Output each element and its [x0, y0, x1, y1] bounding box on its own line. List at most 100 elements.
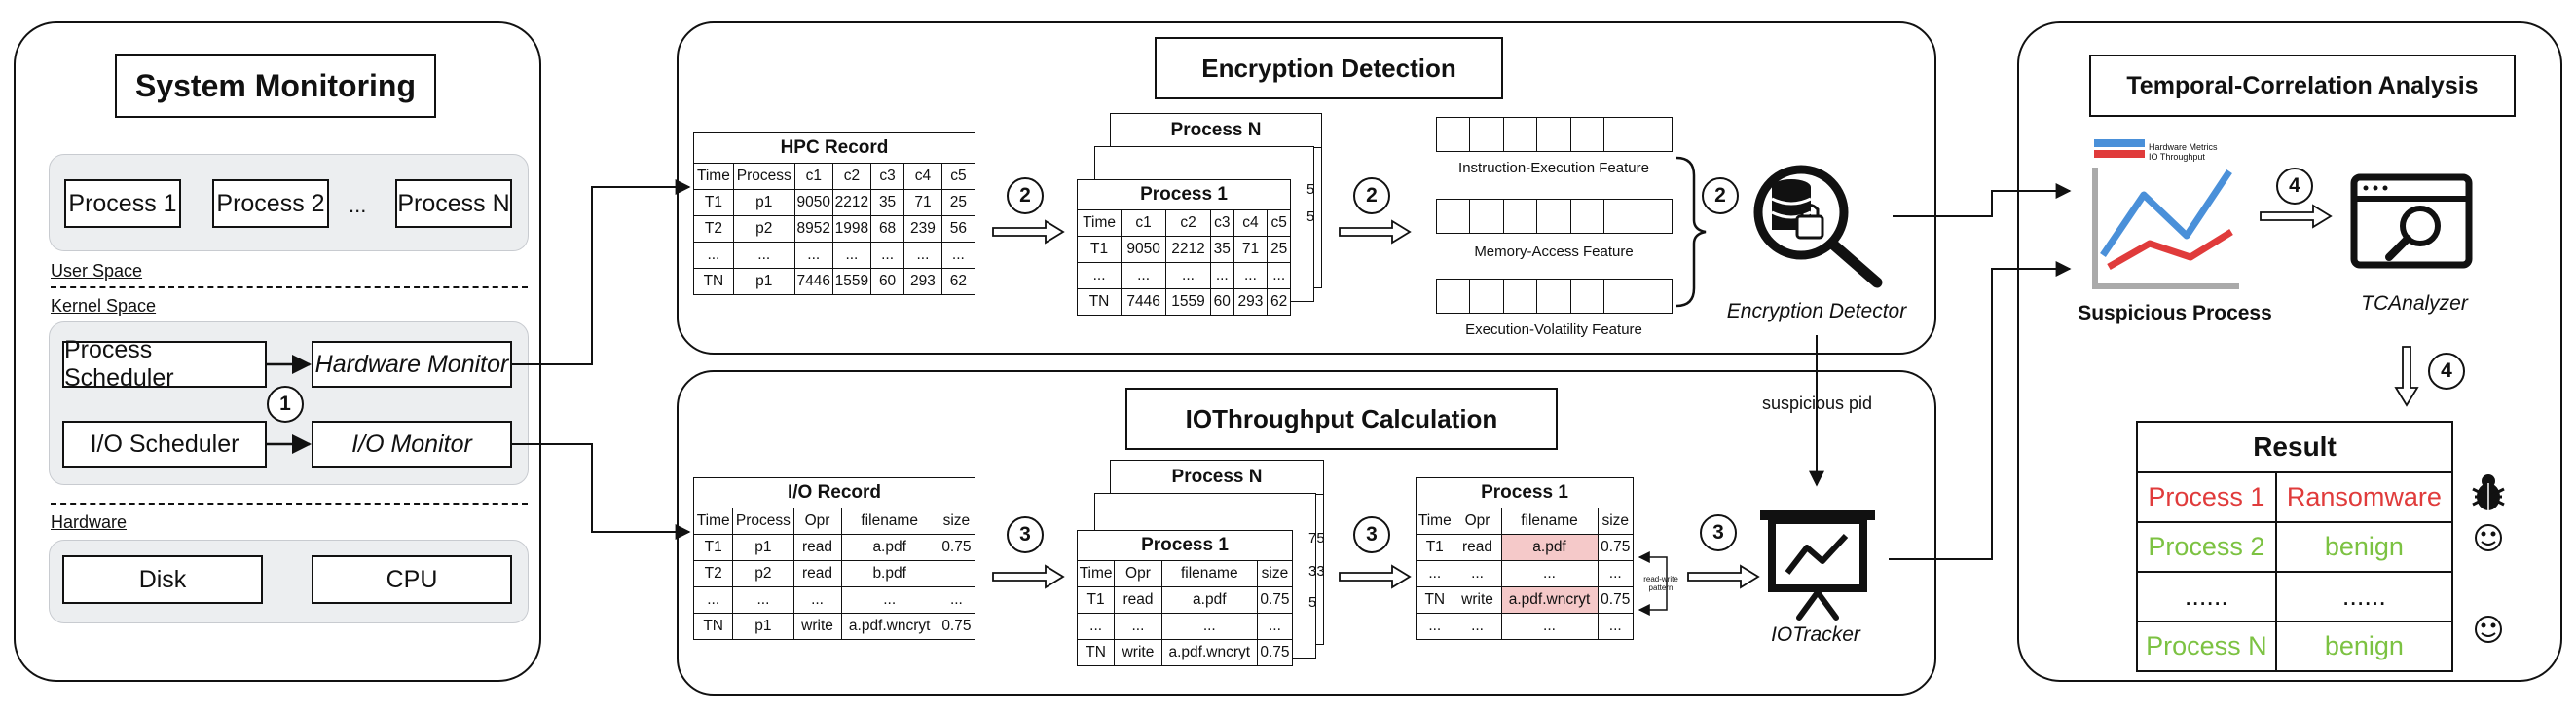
execution-volatility-label: Execution-Volatility Feature — [1465, 321, 1642, 338]
table-cell: 68 — [869, 215, 905, 243]
table-cell: p1 — [732, 534, 794, 561]
hardware-monitor-box[interactable]: Hardware Monitor — [312, 341, 512, 388]
table-cell: 1559 — [1165, 288, 1211, 316]
step-2a-badge: 2 — [1007, 177, 1044, 214]
table-cell: 2212 — [1165, 236, 1211, 263]
io-throughput-title: IOThroughput Calculation — [1125, 388, 1558, 450]
io-scheduler-box[interactable]: I/O Scheduler — [62, 421, 267, 468]
table-cell: ... — [732, 242, 795, 269]
result-process: Process 2 — [2136, 521, 2277, 573]
tcanalyzer-label: TCAnalyzer — [2361, 292, 2468, 315]
instruction-execution-vector — [1435, 117, 1673, 152]
table-row: .................. — [1076, 262, 1291, 289]
suspicious-process-chart-icon — [2092, 139, 2239, 289]
table-cell: ... — [693, 242, 734, 269]
table-cell: T1 — [692, 534, 734, 561]
table-cell: a.pdf — [1160, 586, 1258, 614]
iotracker-to-temporal-arrow — [1889, 261, 2072, 560]
table-header-cell: c4 — [903, 163, 942, 190]
table-cell: 60 — [1209, 288, 1234, 316]
table-cell: read — [792, 560, 842, 587]
system-monitoring-title: System Monitoring — [115, 54, 436, 118]
table-header-cell: c2 — [1165, 209, 1211, 237]
table-cell: TN — [693, 268, 734, 295]
io-stack-peek-2: 33 — [1308, 563, 1325, 580]
table-cell: ... — [937, 586, 976, 614]
step-2c-badge: 2 — [1702, 177, 1739, 214]
result-row: Process 2 benign — [2136, 521, 2454, 573]
table-header-cell: filename — [1160, 560, 1258, 587]
io-record-title: I/O Record — [693, 477, 975, 508]
disk-box[interactable]: Disk — [62, 555, 263, 604]
process-1-box[interactable]: Process 1 — [64, 179, 181, 228]
table-cell: 293 — [903, 268, 942, 295]
bug-icon — [2472, 474, 2505, 510]
step-3c-badge: 3 — [1700, 514, 1737, 551]
table-cell: b.pdf — [840, 560, 938, 587]
process-n-box[interactable]: Process N — [395, 179, 512, 228]
table-cell: write — [1114, 639, 1162, 666]
table-cell: 7446 — [1121, 288, 1167, 316]
hpc-record-title: HPC Record — [693, 132, 975, 163]
io-stack-front-title: Process 1 — [1077, 530, 1293, 560]
io-monitor-box[interactable]: I/O Monitor — [312, 421, 512, 468]
table-cell: 0.75 — [937, 534, 976, 561]
temporal-correlation-title: Temporal-Correlation Analysis — [2089, 55, 2516, 117]
io-stack-peek-1: 75 — [1308, 530, 1325, 546]
table-cell: p1 — [732, 189, 795, 216]
result-verdict: Ransomware — [2274, 471, 2454, 523]
table-row: ............ — [1416, 560, 1634, 587]
hw-monitor-to-hpc-arrow — [512, 179, 691, 365]
table-header-cell: Opr — [1114, 560, 1162, 587]
suspicious-process-label: Suspicious Process — [2078, 302, 2272, 324]
process-ellipsis: ... — [349, 193, 367, 217]
table-cell: 0.75 — [1256, 586, 1294, 614]
table-cell: ... — [692, 586, 734, 614]
process-scheduler-box[interactable]: Process Scheduler — [62, 336, 267, 392]
table-cell: ... — [1256, 613, 1294, 640]
table-cell: write — [792, 613, 842, 640]
hpc-stack-peek-1: 5 — [1306, 181, 1315, 198]
table-header-cell: filename — [1500, 508, 1599, 535]
table-cell: read — [1114, 586, 1162, 614]
table-cell: ... — [840, 586, 938, 614]
result-verdict: benign — [2274, 621, 2454, 672]
table-cell: 25 — [1267, 236, 1291, 263]
iotracker-icon — [1760, 510, 1875, 621]
table-cell: ... — [1500, 613, 1599, 640]
table-cell: 0.75 — [1256, 639, 1294, 666]
legend-io-label: IO Throughput — [2149, 152, 2205, 162]
table-cell: 62 — [1267, 288, 1291, 316]
table-cell: TN — [692, 613, 734, 640]
table-cell: ... — [732, 586, 794, 614]
table-header-cell: c2 — [831, 163, 871, 190]
read-write-pattern-arrow — [1638, 551, 1668, 616]
table-cell: 0.75 — [1597, 534, 1634, 561]
table-cell: ... — [1209, 262, 1234, 289]
result-title: Result — [2136, 421, 2453, 473]
result-row: Process 1 Ransomware — [2136, 471, 2454, 523]
table-header-cell: Time — [1076, 560, 1116, 587]
table-cell: 71 — [1233, 236, 1269, 263]
table-cell: 0.75 — [1597, 586, 1634, 614]
process-2-box[interactable]: Process 2 — [212, 179, 329, 228]
table-header-cell: c5 — [1267, 209, 1291, 237]
table-row: ............ — [1076, 613, 1294, 640]
cpu-box[interactable]: CPU — [312, 555, 512, 604]
table-header-cell: c3 — [1209, 209, 1234, 237]
result-verdict: ...... — [2274, 571, 2454, 622]
step-1-badge: 1 — [267, 386, 304, 423]
